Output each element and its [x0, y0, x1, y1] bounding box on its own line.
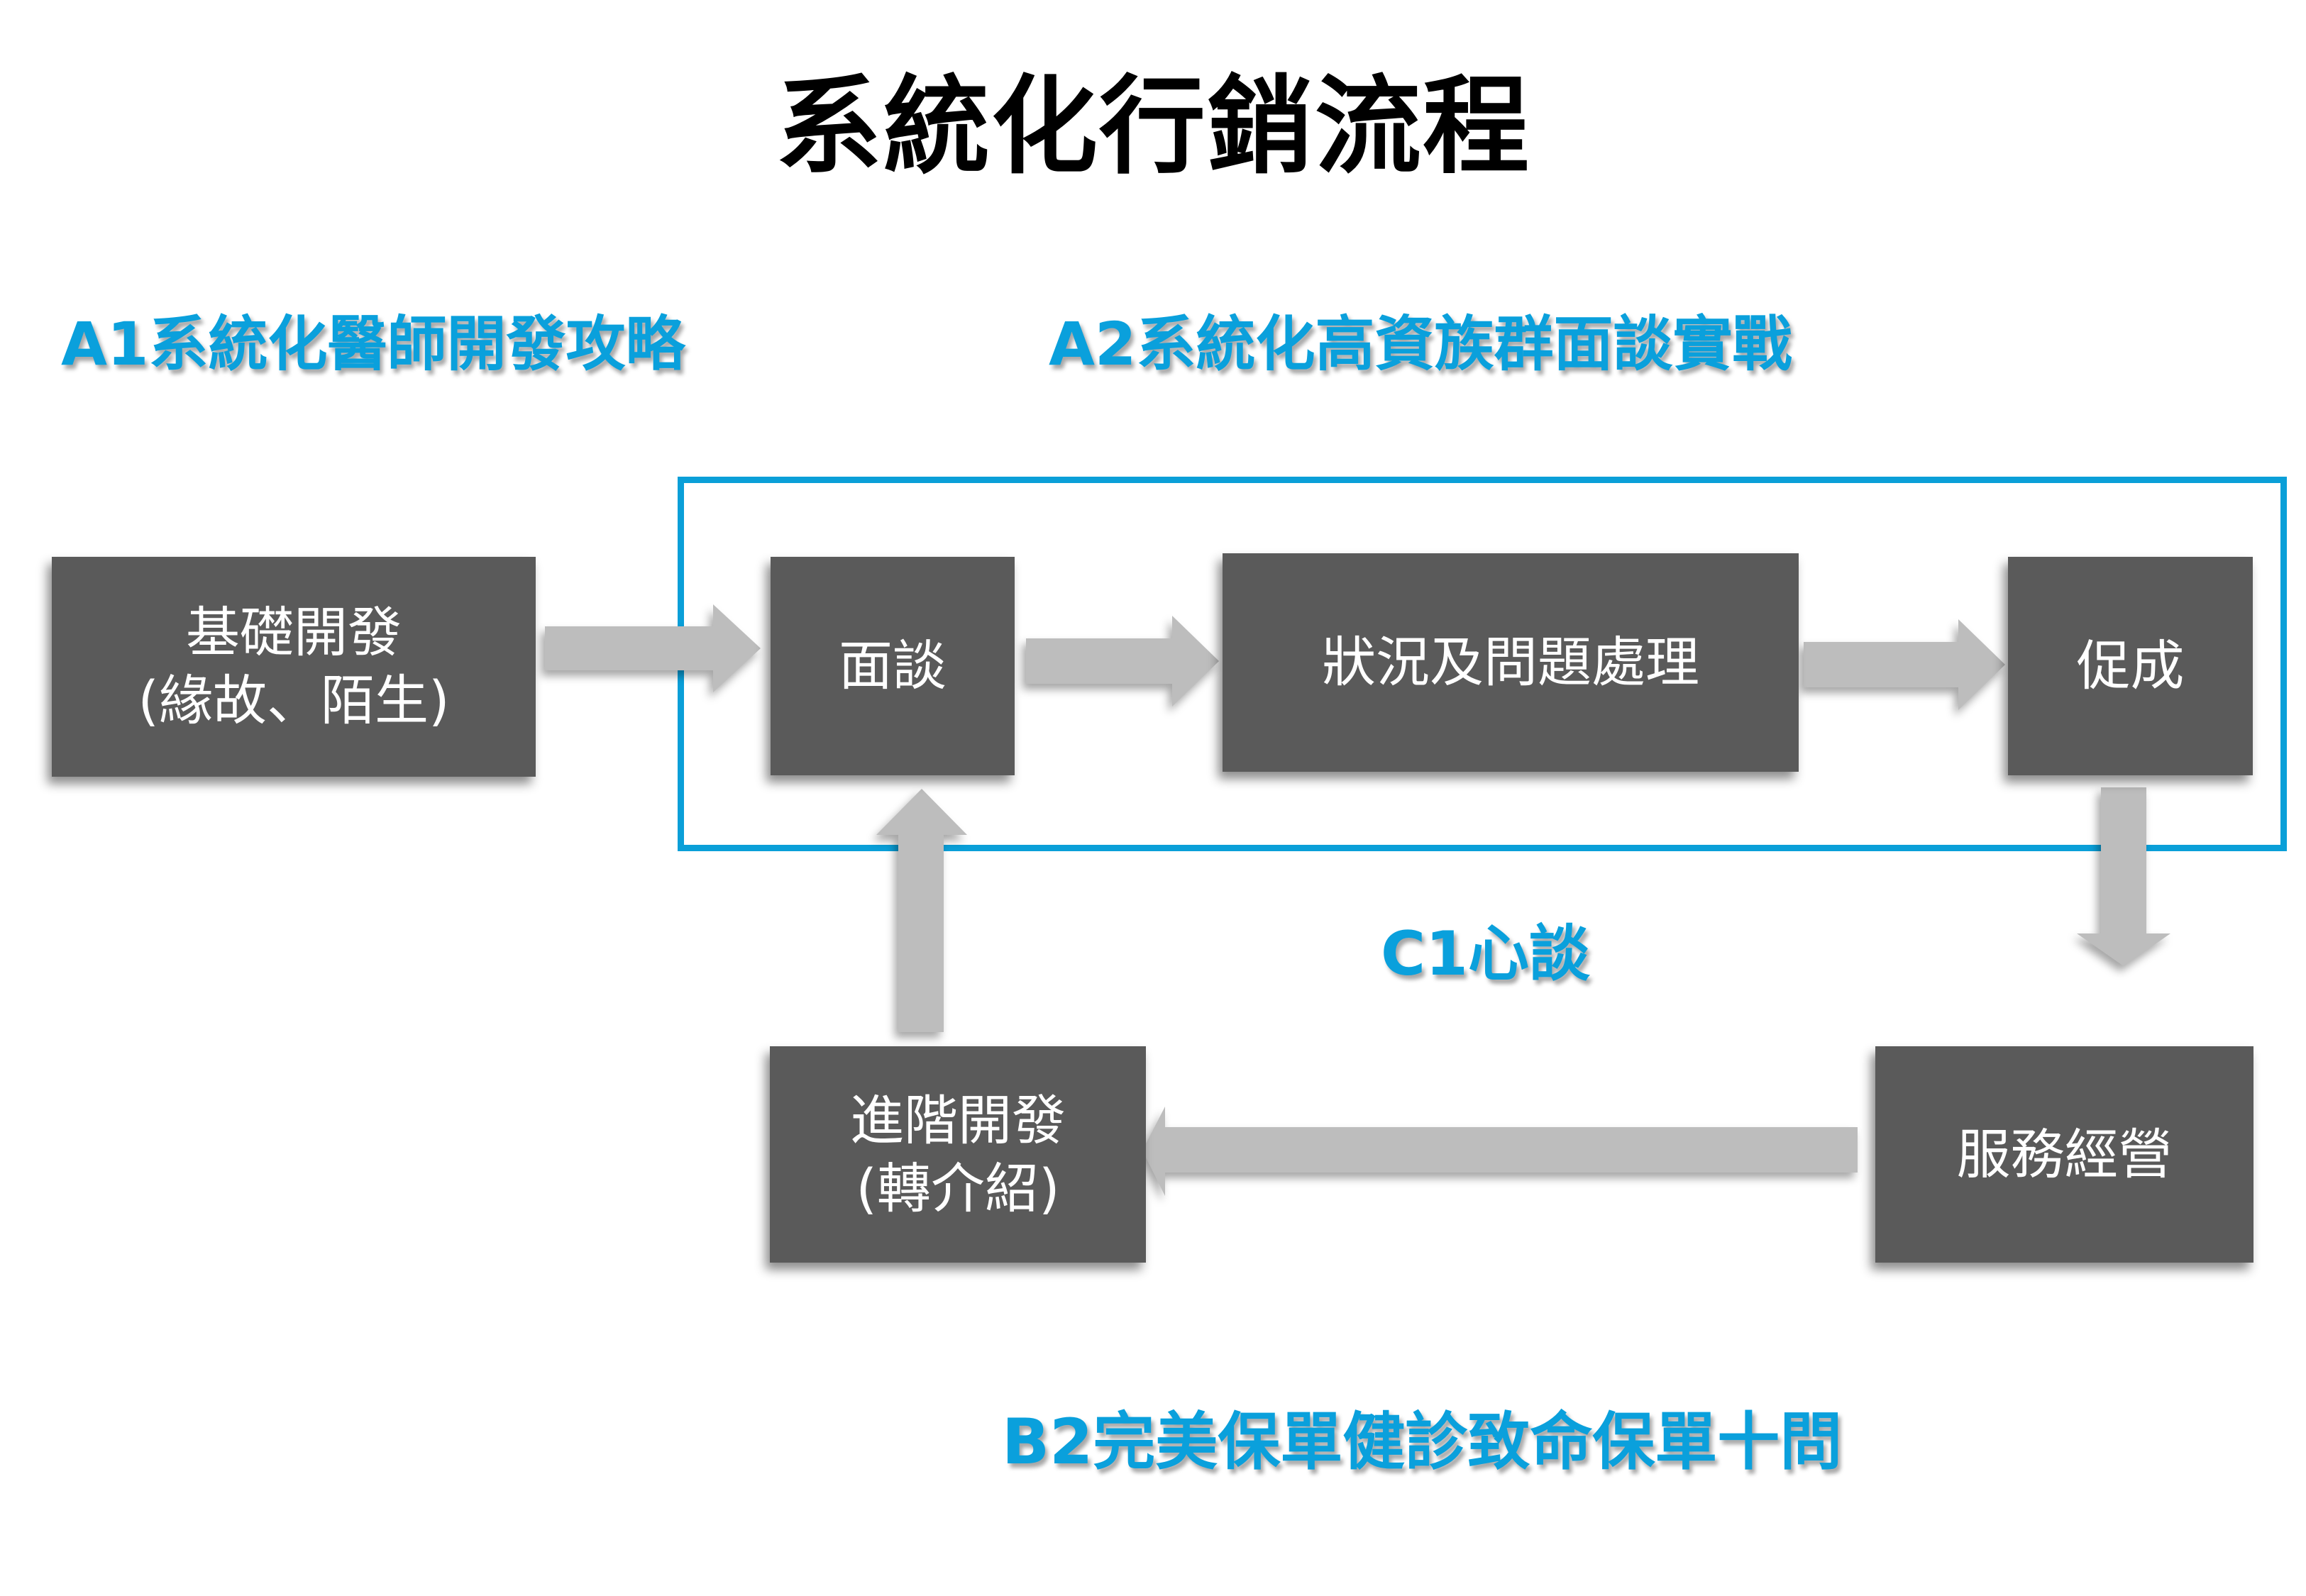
section-label-c1: C1心談	[1381, 919, 1590, 990]
step-closing: 促成	[2008, 557, 2253, 775]
step-advanced-development-title: 進階開發	[850, 1088, 1066, 1152]
step-basic-development-title: 基礎開發	[186, 601, 402, 664]
step-basic-development-subtitle: (緣故、陌生)	[138, 669, 450, 732]
step-status-and-problem: 狀況及問題處理	[1223, 553, 1799, 772]
step-advanced-development: 進階開發 (轉介紹)	[770, 1046, 1146, 1263]
step-service-management: 服務經營	[1875, 1046, 2253, 1263]
arrow-right-meeting-to-status	[1026, 616, 1219, 706]
arrow-up-advanced-to-meeting	[876, 789, 967, 1032]
arrow-right-basic-to-meeting	[545, 604, 761, 692]
step-status-and-problem-title: 狀況及問題處理	[1322, 631, 1699, 694]
section-label-a1: A1系統化醫師開發攻略	[61, 309, 685, 379]
arrow-down-close-to-service	[2077, 787, 2170, 966]
step-meeting: 面談	[771, 557, 1015, 775]
step-advanced-development-subtitle: (轉介紹)	[856, 1156, 1060, 1220]
step-basic-development: 基礎開發 (緣故、陌生)	[52, 557, 536, 777]
step-closing-title: 促成	[2076, 634, 2185, 697]
arrow-left-service-to-advanced	[1142, 1107, 1858, 1196]
step-meeting-title: 面談	[839, 634, 947, 697]
arrow-right-status-to-close	[1804, 619, 2005, 710]
step-service-management-title: 服務經營	[1956, 1122, 2173, 1186]
page-title: 系統化行銷流程	[775, 64, 1530, 189]
section-label-b2: B2完美保單健診致命保單十問	[1002, 1405, 1843, 1478]
section-label-a2: A2系統化高資族群面談實戰	[1049, 309, 1792, 379]
